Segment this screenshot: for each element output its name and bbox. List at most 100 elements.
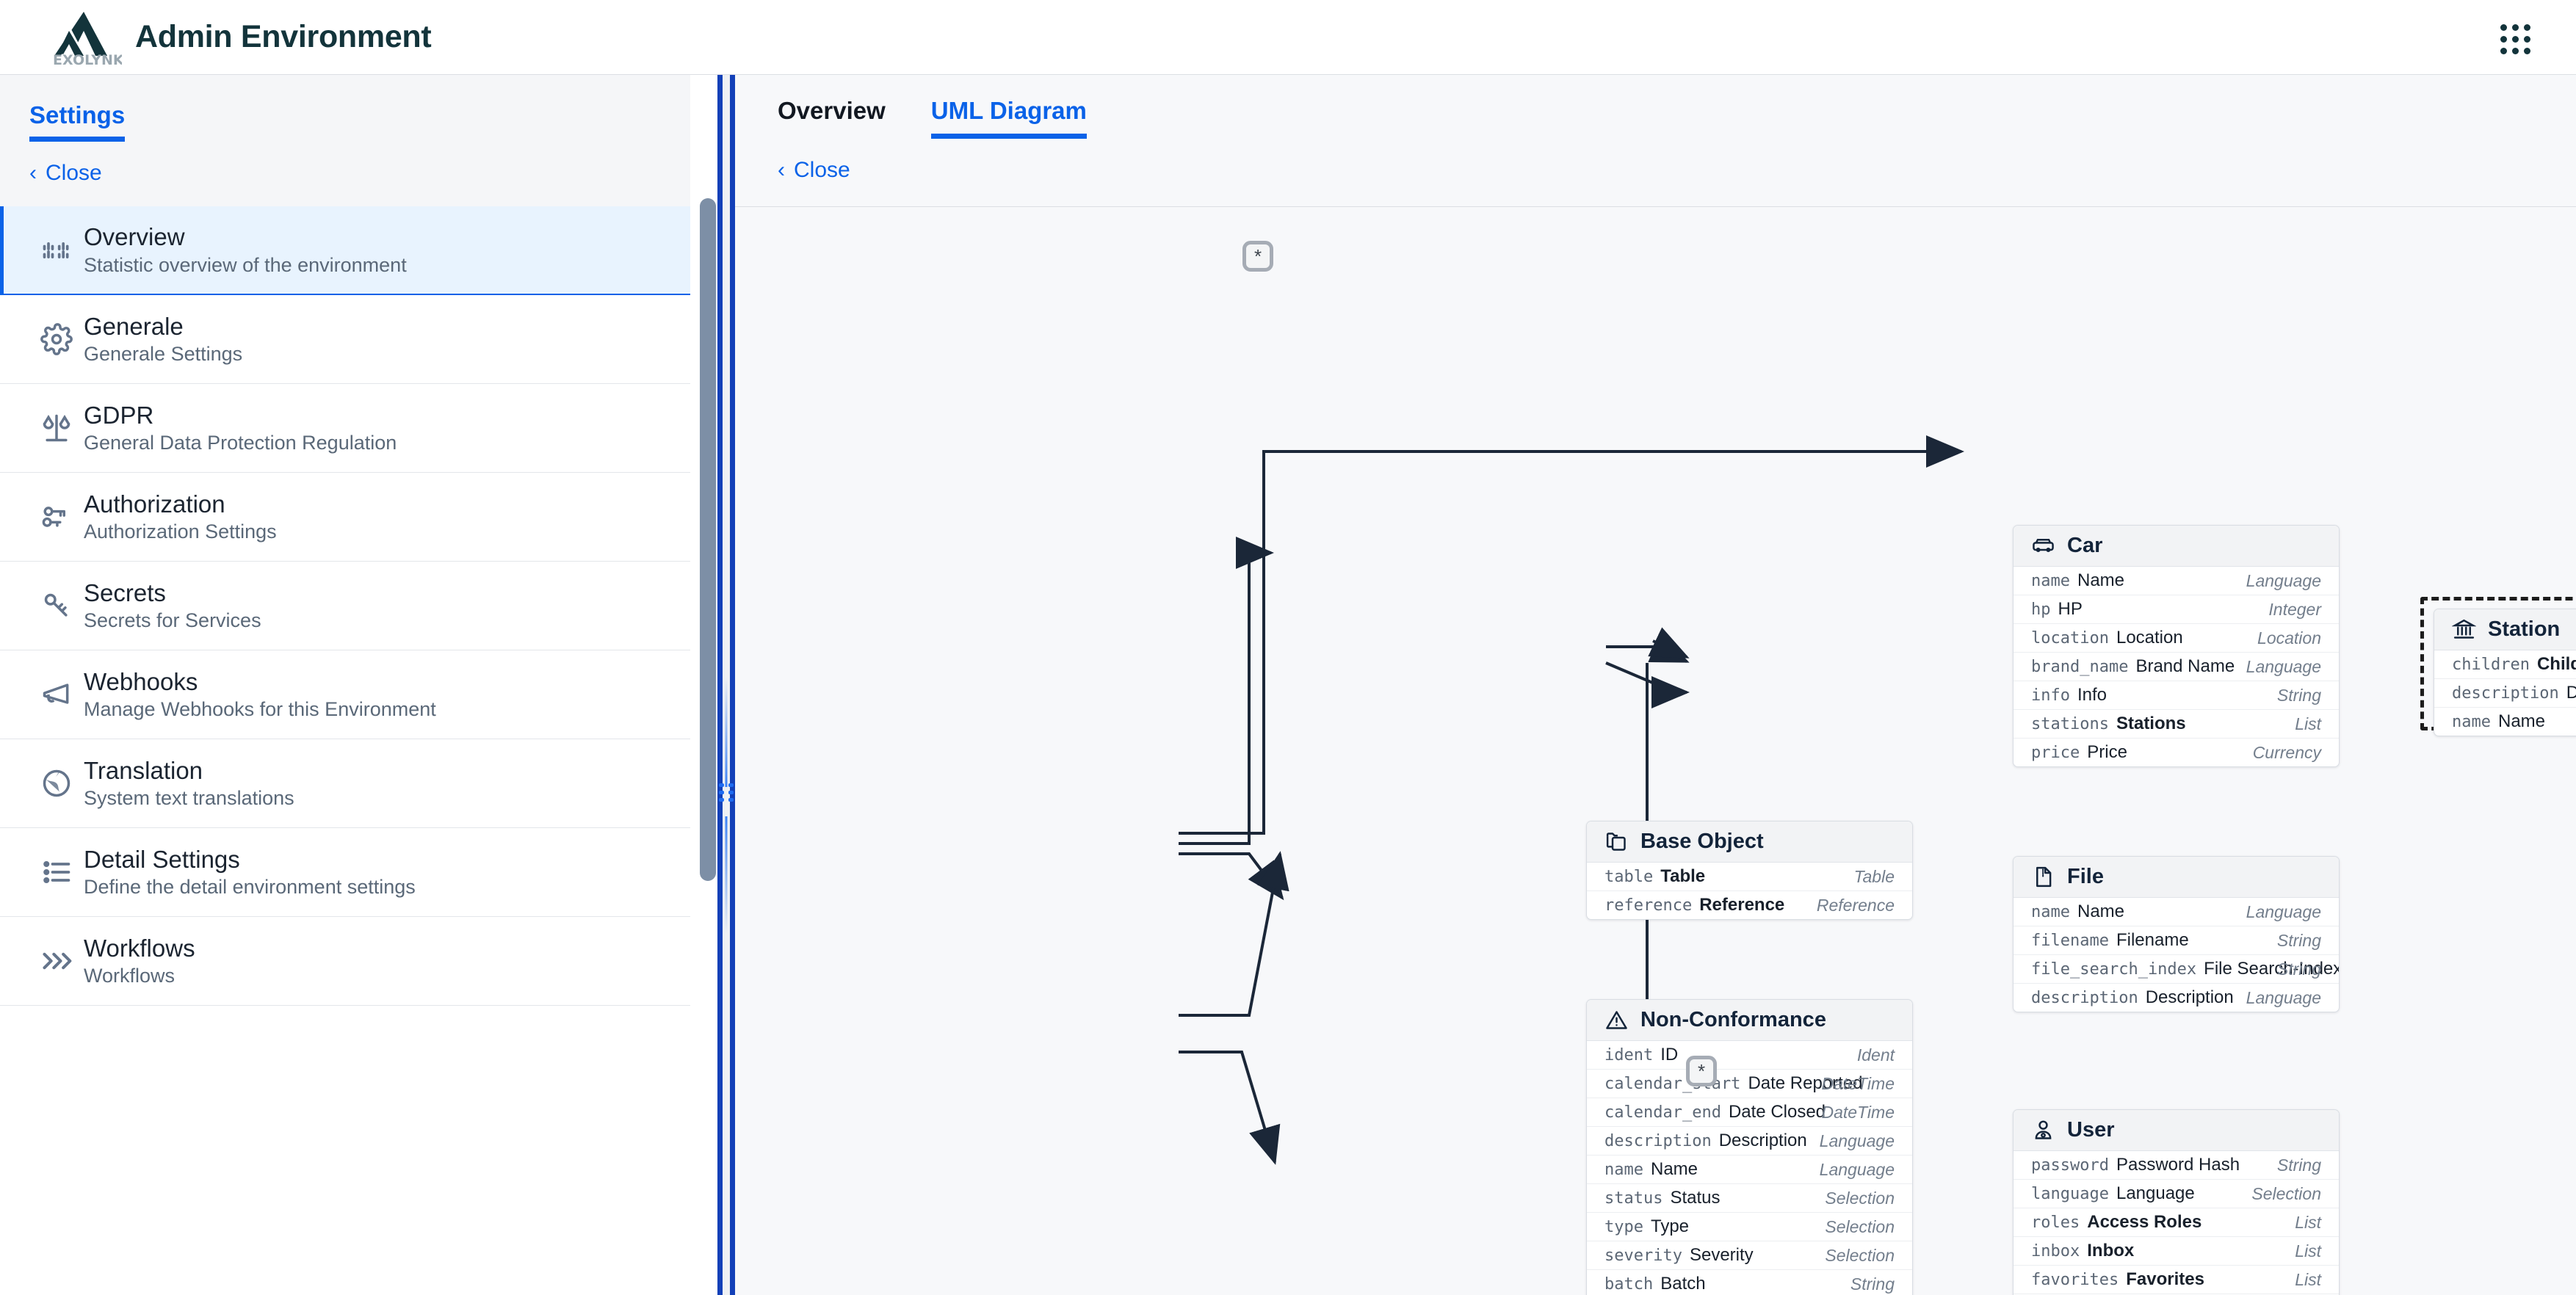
uml-attribute-label: Name: [1650, 1159, 1698, 1179]
uml-node-header[interactable]: Station: [2434, 609, 2576, 650]
sidebar-item-subtitle: Define the detail environment settings: [84, 876, 416, 899]
uml-attribute-key: favorites: [2031, 1271, 2119, 1289]
multiplicity-marker[interactable]: *: [1686, 1056, 1717, 1087]
car-icon: [2031, 534, 2055, 558]
sidebar-scrollbar-thumb[interactable]: [700, 198, 716, 881]
uml-attribute-label: Stations: [2116, 714, 2186, 733]
uml-attribute-key: status: [1604, 1189, 1663, 1208]
uml-attribute-row[interactable]: childrenChildrenTable: [2434, 650, 2576, 679]
sidebar-close-button[interactable]: ‹ Close: [29, 161, 661, 186]
uml-attribute-key: name: [2452, 713, 2491, 731]
multiplicity-marker[interactable]: *: [1242, 241, 1273, 272]
uml-attribute-key: roles: [2031, 1214, 2080, 1232]
uml-node-title: Base Object: [1640, 830, 1764, 853]
uml-attribute-label: Name: [2077, 902, 2125, 921]
sidebar-item-title: Authorization: [84, 490, 225, 518]
sidebar-item-subtitle: Manage Webhooks for this Environment: [84, 698, 436, 721]
uml-node-header[interactable]: Non-Conformance: [1587, 1000, 1912, 1041]
warning-icon: [1604, 1008, 1629, 1032]
tab-settings[interactable]: Settings: [29, 101, 126, 142]
uml-attribute-key: language: [2031, 1185, 2109, 1203]
resize-line-top: [725, 677, 728, 787]
apps-grid-icon[interactable]: [2497, 21, 2530, 54]
sidebar-item-title: Webhooks: [84, 667, 198, 695]
uml-node-header[interactable]: User: [2014, 1110, 2339, 1151]
uml-attribute-type: Language: [2246, 902, 2321, 921]
tab-overview[interactable]: Overview: [778, 97, 886, 124]
tab-uml-diagram[interactable]: UML Diagram: [930, 97, 1087, 139]
main-close-button[interactable]: ‹ Close: [778, 158, 850, 183]
uml-attribute-type: Selection: [1825, 1188, 1895, 1208]
chevron-left-icon: ‹: [778, 158, 785, 182]
uml-attribute-label: Description: [2566, 683, 2576, 703]
uml-attribute-label: Description: [1718, 1131, 1807, 1150]
uml-attribute-type: Language: [2246, 656, 2321, 676]
uml-node-header[interactable]: Base Object: [1587, 821, 1912, 863]
uml-attribute-type: String: [2276, 959, 2321, 979]
uml-node-station[interactable]: Station childrenChildrenTabledescriptionD…: [2434, 609, 2576, 736]
uml-node-header[interactable]: File: [2014, 857, 2339, 898]
exolynk-logo-icon: EXOLYNK: [53, 11, 122, 66]
resize-grip-icon[interactable]: [719, 783, 734, 802]
chevrons-icon: [29, 945, 84, 977]
uml-attribute-label: Severity: [1689, 1245, 1754, 1265]
uml-attribute-key: batch: [1604, 1275, 1654, 1294]
panel-resize-handle[interactable]: [717, 75, 735, 1295]
chevron-left-icon: ‹: [29, 161, 37, 185]
uml-node-title: Station: [2488, 617, 2561, 641]
uml-node-header[interactable]: Car: [2014, 526, 2339, 567]
